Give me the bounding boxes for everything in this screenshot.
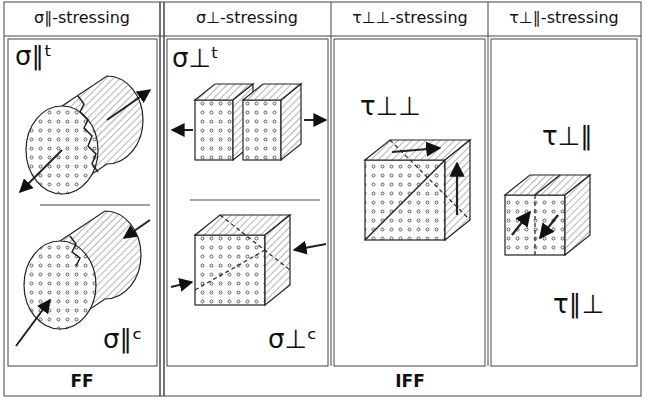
cube-transverse-compression xyxy=(171,215,326,305)
frame xyxy=(4,2,641,396)
column-header: τ⊥⊥-stressing xyxy=(352,9,467,27)
cube-transverse-shear xyxy=(365,140,470,240)
stress-label: σ⊥ᵗ xyxy=(172,44,219,74)
stress-label: τ⊥⊥ xyxy=(360,92,421,122)
stress-label: τ∥⊥ xyxy=(553,290,604,320)
stress-label: σ∥ᶜ xyxy=(103,325,142,355)
stress-label: σ∥ᵗ xyxy=(15,42,52,72)
column-header: σ⊥-stressing xyxy=(196,9,298,27)
column-header: τ⊥∥-stressing xyxy=(509,9,618,27)
cube-longitudinal-shear xyxy=(505,175,590,255)
stress-label: τ⊥∥ xyxy=(542,122,593,152)
stress-label: σ⊥ᶜ xyxy=(268,325,317,355)
cylinder-tension xyxy=(20,76,150,194)
column-header: σ∥-stressing xyxy=(34,9,130,27)
failure-class: FF xyxy=(70,372,93,392)
failure-class: IFF xyxy=(395,372,425,392)
cube-transverse-tension xyxy=(172,84,326,160)
